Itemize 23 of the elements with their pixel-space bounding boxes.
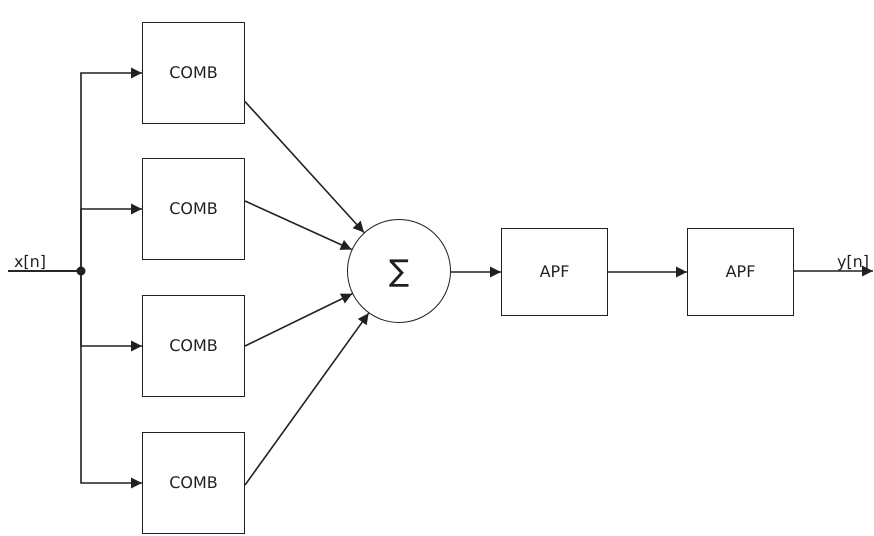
arrow (244, 293, 353, 347)
block-label: COMB (169, 337, 218, 355)
arrow (244, 101, 365, 234)
arrow (794, 266, 873, 276)
filter-block (142, 158, 245, 260)
arrow (8, 270, 142, 488)
block-label: COMB (169, 64, 218, 82)
arrow (244, 200, 352, 250)
filter-block (142, 295, 245, 397)
block-label: APF (726, 263, 756, 281)
block-label: APF (540, 263, 570, 281)
block-label: COMB (169, 474, 218, 492)
block-label: COMB (169, 200, 218, 218)
signal-label: x[n] (14, 253, 46, 271)
arrow (244, 312, 370, 486)
filter-block (142, 432, 245, 534)
arrow (608, 266, 687, 278)
filter-block (501, 228, 608, 316)
signal-label: y[n] (836, 253, 870, 271)
arrow (451, 266, 501, 278)
sum-symbol: ∑ (388, 254, 410, 288)
filter-block (142, 22, 245, 124)
filter-block (687, 228, 794, 316)
